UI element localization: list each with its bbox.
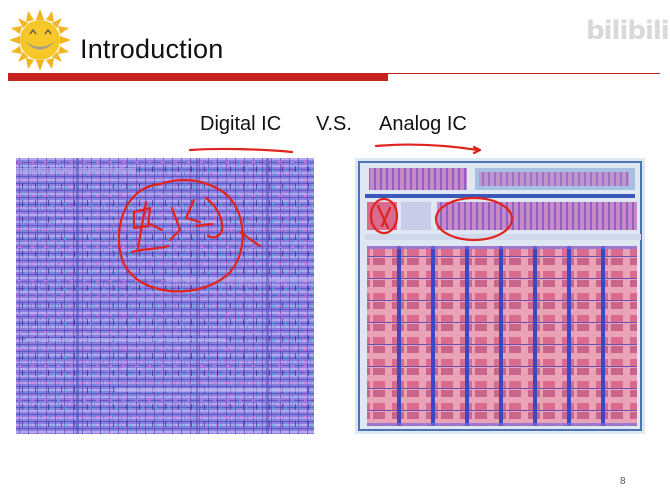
digital-ic-layout-image [16,158,314,434]
bilibili-watermark: bilibili [586,16,670,46]
analog-ic-layout-image [355,158,645,434]
page-number: 8 [620,476,626,487]
slide-title: Introduction [80,34,224,64]
digital-ic-label: Digital IC [200,113,282,135]
title-underline-line [388,73,660,74]
analog-ic-label: Analog IC [379,113,467,135]
sun-logo-icon [9,9,71,71]
vs-label: V.S. [316,113,352,135]
title-underline-bar [8,73,388,81]
